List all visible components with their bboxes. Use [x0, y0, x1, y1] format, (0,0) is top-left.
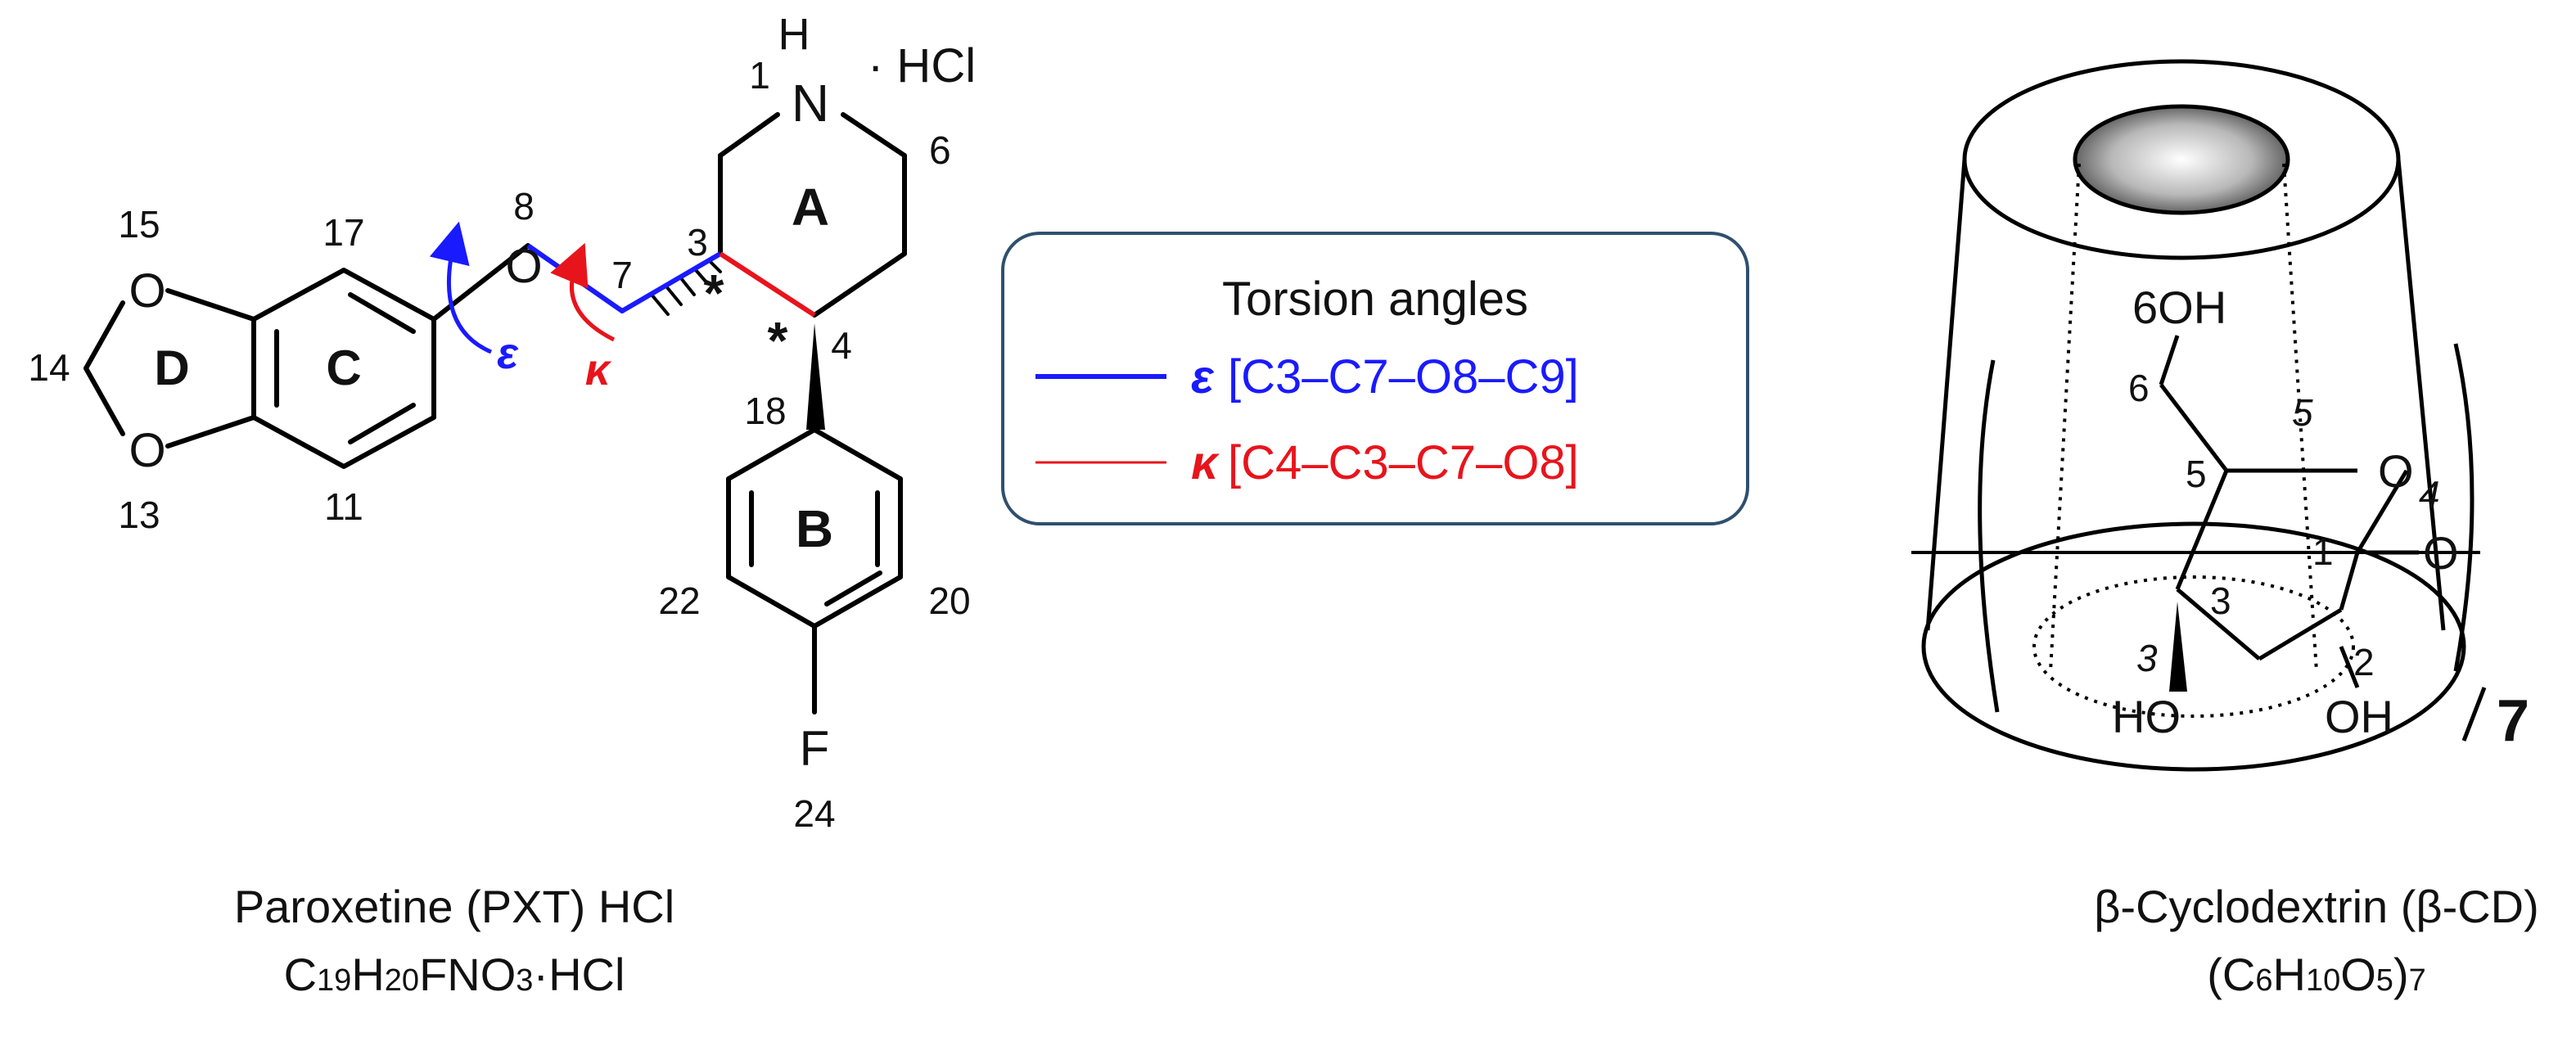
locant-3: 3: [687, 221, 708, 264]
cd-formula-c-sub: 6: [2255, 963, 2273, 998]
stereo-star-4: *: [768, 311, 788, 370]
salt-hcl: · HCl: [868, 39, 976, 92]
cyclodextrin-formula: (C6H10O5)7: [2063, 948, 2570, 1001]
legend-kappa-text: [C4–C3–C7–O8]: [1228, 436, 1579, 489]
ring-a-bonds: [718, 112, 907, 318]
legend-epsilon-symbol: ε: [1191, 350, 1215, 404]
cd-formula-o-sub: 5: [2375, 963, 2393, 998]
cd-locant-6: 6: [2128, 367, 2150, 409]
ring-d-bonds: [83, 288, 256, 449]
cd-formula-n-sub: 7: [2408, 963, 2426, 998]
formula-h: H: [351, 949, 385, 1000]
ring-b-bonds: [726, 427, 903, 715]
torsion-legend: Torsion angles ε [C3–C7–O8–C9] κ [C4–C3–…: [1001, 232, 1749, 525]
ring-label-a: A: [792, 178, 829, 237]
cyclodextrin-structure: 6OH 6 5 O 5 4 O 1 3 3 2 HO OH 7: [1911, 59, 2529, 772]
epsilon-symbol: ε: [497, 329, 519, 378]
cone-bottom-rim: [1921, 521, 2466, 772]
kappa-rotation-arrow: [550, 242, 616, 342]
cd-oh: OH: [2325, 691, 2393, 742]
cd-bridge-o: O: [2423, 527, 2459, 579]
cd-formula-o: O: [2340, 949, 2376, 1000]
ring-label-c: C: [326, 340, 361, 395]
atom-h: H: [778, 10, 810, 59]
locant-6: 6: [929, 129, 951, 173]
formula-c-sub: 19: [317, 963, 352, 998]
paroxetine-formula: C19H20FNO3·HCl: [188, 948, 720, 1001]
cd-ho: HO: [2112, 691, 2181, 742]
locant-22: 22: [658, 579, 700, 622]
locant-1: 1: [749, 54, 770, 97]
formula-c: C: [283, 949, 318, 1000]
cd-locant-5: 5: [2186, 453, 2207, 495]
locant-24: 24: [793, 792, 835, 835]
cd-locant-1: 1: [2312, 530, 2334, 573]
locant-8: 8: [513, 185, 535, 228]
legend-box: [1001, 232, 1749, 525]
cd-repeat-count: 7: [2497, 688, 2529, 754]
atom-n: N: [792, 74, 829, 133]
cd-formula-close: ): [2393, 949, 2409, 1000]
kappa-symbol: κ: [585, 345, 612, 395]
legend-epsilon-text: [C3–C7–O8–C9]: [1228, 350, 1579, 404]
cd-oh6: 6OH: [2132, 282, 2226, 333]
formula-h-sub: 20: [384, 963, 420, 998]
cd-locant-3b: 3: [2136, 637, 2158, 679]
ring-label-b: B: [796, 499, 833, 558]
legend-kappa-symbol: κ: [1191, 436, 1220, 489]
cd-locant-2: 2: [2353, 641, 2375, 683]
cd-locant-4: 4: [2419, 473, 2440, 516]
cd-formula-h: H: [2272, 949, 2306, 1000]
ring-label-d: D: [154, 340, 189, 395]
wedge-bond-c4: [806, 323, 825, 430]
atom-o15: O: [129, 264, 165, 318]
paroxetine-labels: H N 1 · HCl 6 A 3 4 * * 7 8 O ε κ 15 O 1…: [28, 10, 976, 835]
formula-o-sub: 3: [516, 963, 534, 998]
atom-o13: O: [129, 424, 165, 477]
cd-formula-h-sub: 10: [2305, 963, 2341, 998]
locant-11: 11: [324, 485, 363, 528]
atom-f: F: [800, 721, 830, 776]
cd-locant-o5: 5: [2292, 391, 2313, 434]
locant-13: 13: [118, 494, 160, 536]
stereo-star-3: *: [704, 264, 724, 322]
atom-o8: O: [505, 240, 542, 293]
paroxetine-name: Paroxetine (PXT) HCl: [233, 881, 675, 932]
locant-17: 17: [323, 211, 364, 254]
cone-cavity: [2073, 104, 2290, 215]
locant-7: 7: [611, 254, 633, 296]
epsilon-rotation-arrow: [429, 221, 492, 354]
locant-14: 14: [28, 346, 70, 389]
cd-ring-o: O: [2378, 445, 2414, 497]
formula-rest: FNO: [419, 949, 517, 1000]
cyclodextrin-name: β-Cyclodextrin (β-CD): [2094, 881, 2539, 932]
hashed-bond-c3-c7: [650, 260, 722, 316]
kappa-torsion-bond: [719, 251, 816, 318]
cd-wedge-c3: [2169, 602, 2187, 692]
locant-18: 18: [744, 390, 786, 432]
cd-locant-3: 3: [2210, 579, 2231, 622]
paroxetine-structure: [83, 112, 907, 715]
locant-20: 20: [928, 579, 970, 622]
legend-title: Torsion angles: [1222, 273, 1528, 326]
locant-15: 15: [118, 203, 160, 246]
locant-4: 4: [831, 324, 852, 367]
cd-formula-open: (C: [2207, 949, 2256, 1000]
formula-tail: ·HCl: [533, 949, 625, 1000]
